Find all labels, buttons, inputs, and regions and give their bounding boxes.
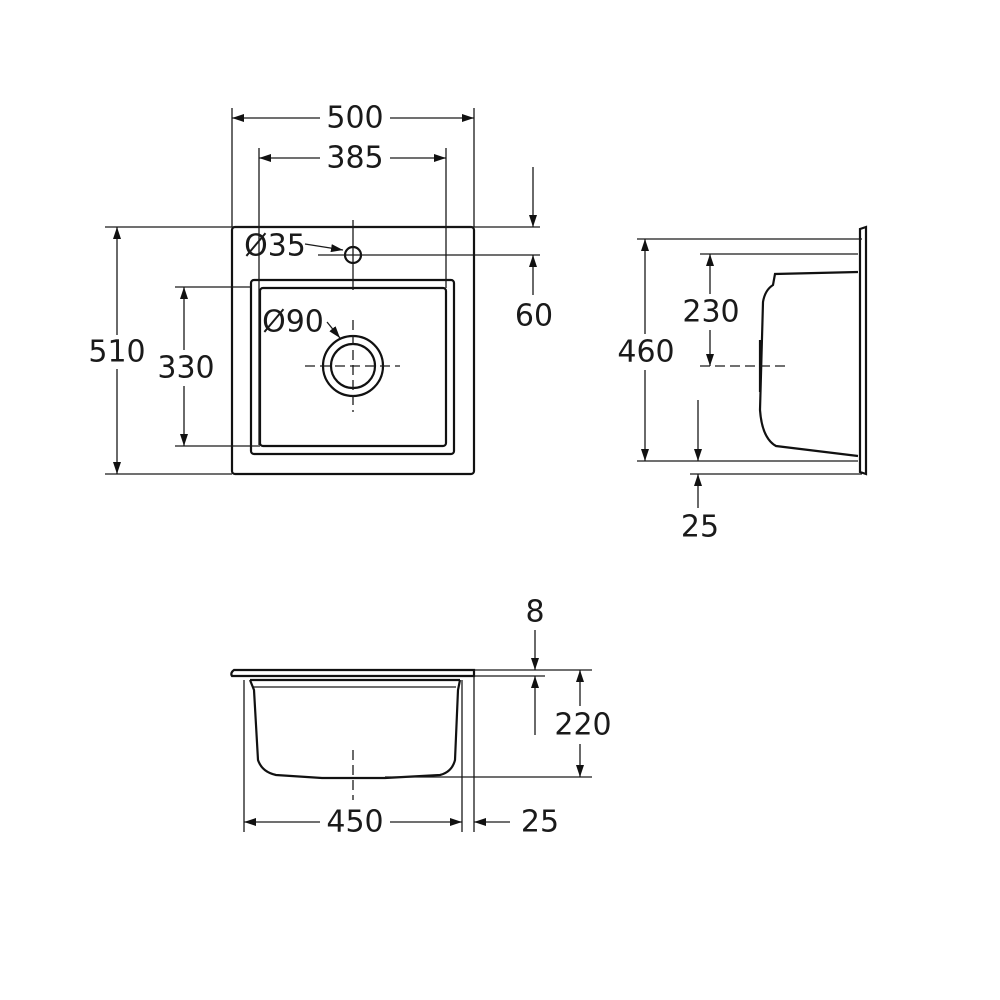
dim-rim-thickness: 8 bbox=[525, 595, 544, 630]
side-view: 460 230 25 bbox=[615, 225, 868, 545]
bowl-front bbox=[248, 679, 462, 780]
dim-side-edge-offset: 25 bbox=[681, 510, 719, 545]
bowl-profile bbox=[758, 270, 859, 458]
rim-front bbox=[230, 668, 476, 678]
dim-front-edge-offset: 25 bbox=[521, 805, 559, 840]
dim-tap-hole-diameter: Ø35 bbox=[244, 229, 306, 264]
rim-profile bbox=[858, 225, 868, 476]
dim-bowl-height: 220 bbox=[554, 708, 611, 743]
top-view: 500 385 510 330 60 Ø35 Ø90 bbox=[88, 101, 553, 476]
dim-drain-diameter: Ø90 bbox=[262, 305, 324, 340]
dim-bowl-depth: 330 bbox=[157, 351, 214, 386]
dim-bowl-width: 385 bbox=[326, 141, 383, 176]
dim-front-bowl-width: 450 bbox=[326, 805, 383, 840]
dim-side-depth: 460 bbox=[617, 335, 674, 370]
dim-tap-hole-offset: 60 bbox=[515, 299, 553, 334]
front-view: 8 220 450 25 bbox=[230, 595, 613, 840]
dim-overall-depth: 510 bbox=[88, 335, 145, 370]
dim-drain-offset: 230 bbox=[682, 295, 739, 330]
dim-overall-width: 500 bbox=[326, 101, 383, 136]
